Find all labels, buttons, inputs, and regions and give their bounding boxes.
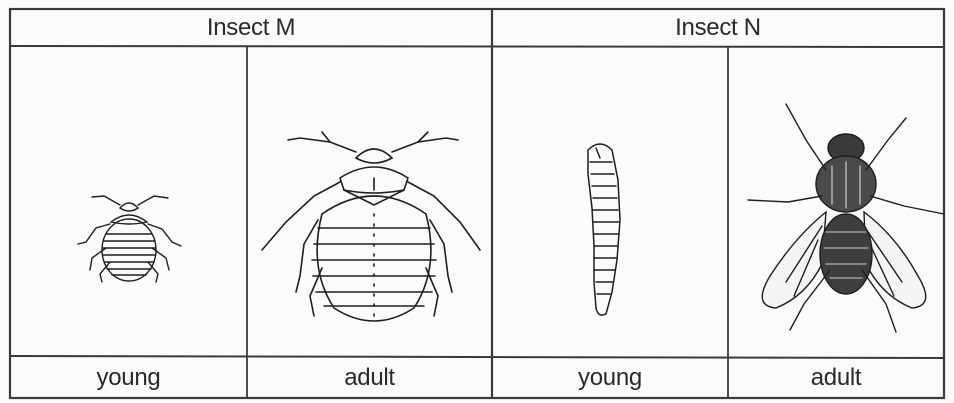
caption-m-adult: adult [247,358,492,398]
header-insect-m: Insect M [10,10,492,46]
caption-m-young: young [10,358,247,398]
caption-n-adult: adult [728,358,944,398]
header-insect-n: Insect N [492,10,944,46]
caption-n-young: young [492,358,728,398]
